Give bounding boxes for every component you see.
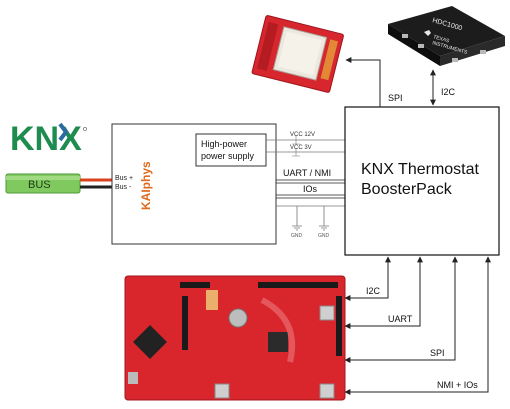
vcc-12v-label: VCC 12V xyxy=(290,132,315,138)
spi-bottom-arrow xyxy=(344,256,458,363)
launchpad-target-chip xyxy=(268,332,288,352)
power-supply-line2: power supply xyxy=(201,151,255,161)
vcc-3v-tap-icon xyxy=(292,148,300,157)
registered-mark-icon xyxy=(83,127,87,131)
ground-symbol-2-icon xyxy=(319,225,329,231)
launchpad-button-right xyxy=(319,305,335,321)
display-header xyxy=(320,39,339,81)
bus-cable-label: BUS xyxy=(28,179,51,191)
hdc1000-chip-image: HDC1000 TEXAS INSTRUMENTS xyxy=(388,6,505,66)
launchpad-header-top-left xyxy=(180,282,210,288)
ti-logo-icon xyxy=(424,30,431,36)
uart-nmi-label: UART / NMI xyxy=(283,168,331,178)
i2c-top-label: I2C xyxy=(441,87,456,97)
display-connector xyxy=(257,21,279,71)
power-supply-line1: High-power xyxy=(201,139,247,149)
launchpad-crystal xyxy=(228,308,248,328)
vcc-12v-tap-icon xyxy=(292,136,300,145)
kaiphys-module: Bus + Bus - KAIphys High-power power sup… xyxy=(111,123,345,245)
knx-logo-text: KNX xyxy=(10,120,82,158)
launchpad-mcu-chip xyxy=(133,325,167,359)
knx-logo-chevron-icon xyxy=(58,122,69,142)
power-supply-box xyxy=(195,133,267,167)
ios-label: IOs xyxy=(303,184,318,194)
boosterpack-block: KNX Thermostat BoosterPack xyxy=(344,106,500,256)
launchpad-component xyxy=(206,290,218,310)
spi-top-arrow xyxy=(345,57,381,107)
chip-pad-2 xyxy=(418,44,424,48)
display-screen-inner xyxy=(278,31,322,76)
launchpad-header-right xyxy=(336,296,342,356)
launchpad-header-top xyxy=(258,282,338,288)
i2c-bottom-label: I2C xyxy=(366,286,381,296)
bus-plus-label: Bus + xyxy=(115,175,133,182)
vcc-3v-label: VCC 3V xyxy=(290,145,312,151)
uart-bottom-label: UART xyxy=(388,314,413,324)
chip-pad-4 xyxy=(480,50,486,54)
bus-cable-highlight xyxy=(6,176,80,180)
chip-pad-3 xyxy=(452,58,458,62)
boosterpack-title-line1: KNX Thermostat xyxy=(361,161,480,178)
spi-bottom-label: SPI xyxy=(430,348,445,358)
boosterpack-box xyxy=(344,106,500,256)
launchpad-button-left xyxy=(214,383,230,399)
launchpad-header-left xyxy=(182,296,188,350)
chip-brand-line1: TEXAS xyxy=(432,34,450,44)
nmi-ios-bottom-label: NMI + IOs xyxy=(437,380,478,390)
bus-cable: BUS xyxy=(5,173,112,194)
ground-symbol-1-icon xyxy=(292,225,302,231)
gnd-label-2: GND xyxy=(318,233,330,239)
launchpad-board-image xyxy=(124,275,346,401)
launchpad-usb-port xyxy=(128,372,138,384)
launchpad-button-reset xyxy=(319,383,335,399)
launchpad-silkscreen-swoosh xyxy=(260,297,296,363)
spi-top-label: SPI xyxy=(388,93,403,103)
chip-top xyxy=(388,6,505,56)
nmi-ios-bottom-arrow xyxy=(344,256,491,395)
chip-pad-1 xyxy=(402,34,408,38)
boosterpack-title-line2: BoosterPack xyxy=(361,181,453,198)
knx-logo: KNX xyxy=(10,120,87,158)
kaiphys-label: KAIphys xyxy=(139,161,153,210)
chip-side-left xyxy=(388,24,440,66)
gnd-label-1: GND xyxy=(291,233,303,239)
display-board-image xyxy=(251,15,344,93)
bus-minus-label: Bus - xyxy=(115,184,132,191)
